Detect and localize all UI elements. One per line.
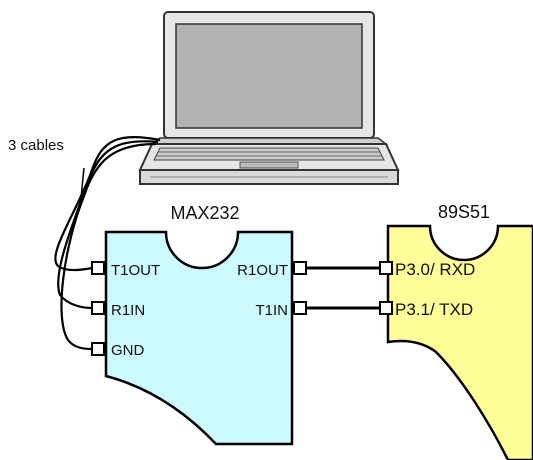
max232-pin-label-r1out: R1OUT — [237, 262, 288, 279]
max232-pin-label-r1in: R1IN — [111, 302, 145, 319]
max232-pin-t1in — [293, 301, 307, 315]
max232-pin-label-t1out: T1OUT — [111, 262, 160, 279]
max232-pin-label-t1in: T1IN — [255, 302, 288, 319]
laptop-cables: 3 cables — [8, 136, 161, 351]
mcu-pin-rxd — [379, 261, 393, 275]
cable-r1in — [57, 140, 159, 310]
mcu-89s51: 89S51 P3.0/ RXD P3.1/ TXD — [379, 202, 533, 460]
cable-label-pointer — [79, 167, 85, 209]
cable-gnd — [60, 142, 157, 351]
max232-pin-t1out — [91, 261, 105, 275]
max232-pin-label-gnd: GND — [111, 342, 145, 359]
laptop-icon — [138, 11, 400, 185]
cables-label: 3 cables — [8, 137, 64, 154]
max232-pin-gnd — [91, 342, 105, 356]
mcu-pin-label-txd: P3.1/ TXD — [395, 300, 473, 319]
mcu-body — [386, 224, 533, 460]
mcu-pin-txd — [379, 301, 393, 315]
cable-t1out — [54, 136, 161, 272]
max232-title: MAX232 — [170, 203, 239, 223]
mcu-pin-label-rxd: P3.0/ RXD — [395, 260, 475, 279]
mcu-title: 89S51 — [438, 202, 490, 222]
max232-chip: MAX232 T1OUT R1IN GND R1OUT T1IN — [91, 203, 307, 446]
max232-pin-r1out — [293, 261, 307, 275]
max232-pin-r1in — [91, 301, 105, 315]
max232-body — [104, 230, 294, 446]
